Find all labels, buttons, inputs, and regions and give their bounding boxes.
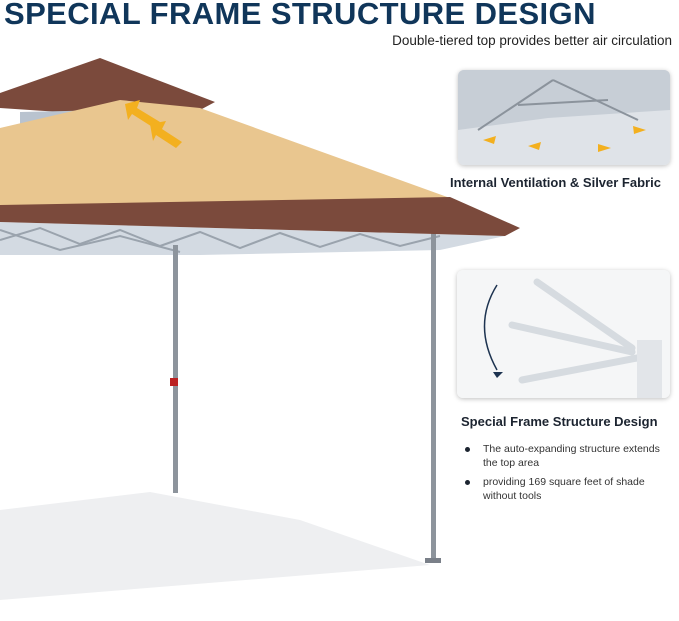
frame-caption: Special Frame Structure Design <box>461 414 658 429</box>
page-title: SPECIAL FRAME STRUCTURE DESIGN <box>4 0 596 31</box>
leg-lock <box>170 378 178 386</box>
page-subtitle: Double-tiered top provides better air ci… <box>392 33 672 48</box>
bullet-item: The auto-expanding structure extends the… <box>463 443 673 470</box>
frame-underside <box>0 222 505 255</box>
ventilation-detail-image <box>458 70 670 165</box>
truss-frame <box>0 226 441 253</box>
bullet-item: providing 169 square feet of shade witho… <box>463 476 673 503</box>
leg-foot <box>425 558 441 563</box>
ventilation-detail-graphic <box>458 70 670 165</box>
frame-detail-image <box>457 270 670 398</box>
ventilation-caption: Internal Ventilation & Silver Fabric <box>450 175 661 190</box>
rotate-arrow-icon <box>483 284 498 371</box>
right-leg <box>431 232 436 562</box>
valance <box>0 197 520 236</box>
ventilation-arrow-icon <box>125 100 182 148</box>
left-leg <box>173 245 178 493</box>
frame-detail-graphic <box>457 270 670 398</box>
frame-bullets: The auto-expanding structure extends the… <box>463 443 673 509</box>
upper-tier-roof <box>0 58 215 112</box>
ground-shadow <box>0 492 430 600</box>
main-roof <box>0 100 450 207</box>
